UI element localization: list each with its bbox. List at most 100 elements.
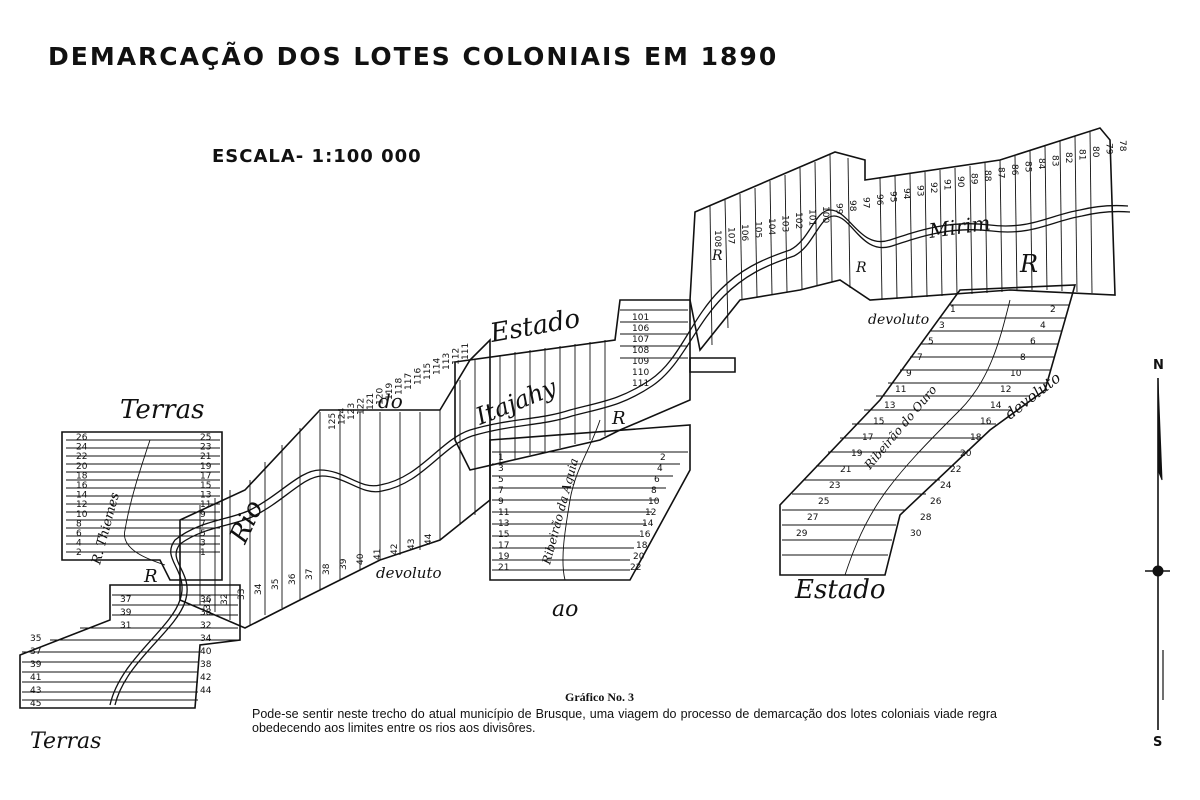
lot-number-west-4: 22	[76, 452, 87, 462]
label-ao: ao	[552, 597, 578, 622]
lot-number-ne-top-4: 104	[766, 218, 776, 235]
lot-number-center-top-13: 112	[452, 348, 462, 365]
lot-number-center-bottom-12: 43	[407, 539, 417, 550]
lot-number-west-7: 19	[200, 462, 212, 472]
lot-number-center-bottom-11: 42	[390, 544, 400, 555]
lot-number-aguia-16: 17	[498, 541, 509, 551]
lot-number-ne-top-17: 91	[942, 179, 952, 190]
ribeirao-aguia	[562, 419, 601, 581]
lot-number-ne-top-7: 101	[807, 209, 817, 226]
lot-number-east-1: 2	[1050, 305, 1056, 315]
lot-number-ne-top-30: 78	[1117, 140, 1127, 152]
lot-number-ne-top-20: 88	[982, 170, 992, 182]
lot-number-center-bottom-1: 32	[220, 594, 230, 605]
lot-number-east-0: 1	[950, 305, 956, 315]
lot-number-ne-top-11: 97	[861, 197, 871, 208]
lot-number-southwest-14: 43	[30, 686, 41, 696]
lot-number-west-24: 2	[76, 548, 82, 558]
lot-number-west-17: 9	[200, 510, 206, 520]
lot-number-southwest-0: 37	[120, 595, 131, 605]
lot-number-aguia-7: 8	[651, 486, 657, 496]
southwest-lot-block	[19, 584, 241, 709]
lot-number-ne-top-25: 83	[1050, 155, 1060, 166]
lot-number-east-29: 30	[910, 529, 922, 539]
lot-number-east-22: 23	[829, 481, 840, 491]
lot-number-east-24: 25	[818, 497, 829, 507]
itajahy-river	[109, 204, 1129, 706]
lot-number-small-4: 109	[632, 357, 649, 367]
lot-number-west-6: 20	[76, 462, 88, 472]
lot-number-ne-top-10: 98	[847, 200, 857, 212]
lot-number-southwest-4: 31	[120, 621, 131, 631]
lot-number-aguia-19: 20	[633, 552, 645, 562]
lot-number-ne-top-21: 87	[996, 167, 1006, 178]
label-mirim: Mirim	[926, 211, 992, 244]
thiemes-river	[124, 439, 166, 566]
lot-number-aguia-21: 22	[630, 563, 641, 573]
lot-number-southwest-7: 34	[200, 634, 212, 644]
rivers	[109, 204, 1131, 706]
lot-number-west-10: 16	[76, 481, 88, 491]
label-do: do	[378, 389, 403, 413]
lot-number-east-25: 26	[930, 497, 942, 507]
center-lot-block	[454, 299, 691, 471]
lot-number-ne-top-8: 100	[820, 206, 830, 223]
lot-number-small-3: 108	[632, 346, 649, 356]
lot-number-east-10: 11	[895, 385, 906, 395]
lot-number-east-18: 19	[851, 449, 863, 459]
lot-number-ne-top-1: 107	[726, 227, 736, 244]
lot-number-west-15: 11	[200, 500, 211, 510]
lot-number-aguia-3: 4	[657, 464, 663, 474]
lot-number-southwest-15: 44	[200, 686, 212, 696]
lot-number-east-11: 12	[1000, 385, 1011, 395]
lot-number-west-21: 5	[200, 529, 206, 539]
lot-number-ne-top-22: 86	[1009, 164, 1019, 176]
lot-number-center-top-9: 116	[414, 368, 424, 385]
lot-number-west-9: 17	[200, 471, 211, 481]
northeast-lot-block	[689, 127, 1116, 352]
lot-number-center-top-12: 113	[442, 353, 452, 370]
lot-number-southwest-5: 32	[200, 621, 211, 631]
lot-number-southwest-1: 36	[200, 595, 212, 605]
lot-number-west-3: 23	[200, 443, 211, 453]
label-r-mark-1: R	[143, 566, 158, 587]
lot-number-ne-top-12: 96	[874, 194, 884, 206]
lot-number-west-19: 7	[200, 519, 206, 529]
lot-number-east-9: 10	[1010, 369, 1022, 379]
lot-number-east-26: 27	[807, 513, 818, 523]
lot-number-ne-top-26: 82	[1063, 152, 1073, 163]
lot-division-lines	[22, 131, 1093, 701]
label-terras-bottom: Terras	[30, 729, 101, 754]
compass-arrow	[1145, 378, 1170, 730]
lot-number-aguia-1: 2	[660, 453, 666, 463]
caption-body: Pode-se sentir neste trecho do atual mun…	[252, 707, 997, 735]
lot-number-center-top-11: 114	[433, 358, 443, 375]
lot-number-aguia-17: 18	[636, 541, 648, 551]
lot-number-aguia-12: 13	[498, 519, 509, 529]
lot-number-east-20: 21	[840, 465, 851, 475]
lot-number-center-bottom-0: 31	[203, 599, 213, 610]
lot-number-aguia-10: 11	[498, 508, 509, 518]
lot-number-center-bottom-5: 36	[288, 573, 298, 585]
lot-number-east-5: 6	[1030, 337, 1036, 347]
west-lot-block	[61, 431, 223, 581]
east-lot-block	[779, 284, 1077, 576]
lot-number-southwest-11: 38	[200, 660, 212, 670]
lot-number-ne-top-27: 81	[1077, 149, 1087, 160]
lot-number-southwest-8: 37	[30, 647, 41, 657]
lot-number-center-bottom-2: 33	[237, 589, 247, 600]
lot-number-west-13: 13	[200, 491, 211, 501]
lot-number-east-7: 8	[1020, 353, 1026, 363]
lot-number-center-bottom-4: 35	[271, 579, 281, 590]
label-r-mark-3: R	[1019, 250, 1038, 278]
lot-number-aguia-0: 1	[498, 453, 504, 463]
lot-number-east-17: 18	[970, 433, 982, 443]
ribeirao-ouro	[844, 299, 1011, 576]
lot-number-aguia-11: 12	[645, 508, 656, 518]
lot-number-west-22: 4	[76, 539, 82, 549]
lot-number-aguia-2: 3	[498, 464, 504, 474]
lot-number-center-bottom-10: 41	[373, 549, 383, 560]
lot-number-center-top-10: 115	[423, 363, 433, 380]
lot-number-aguia-8: 9	[498, 497, 504, 507]
